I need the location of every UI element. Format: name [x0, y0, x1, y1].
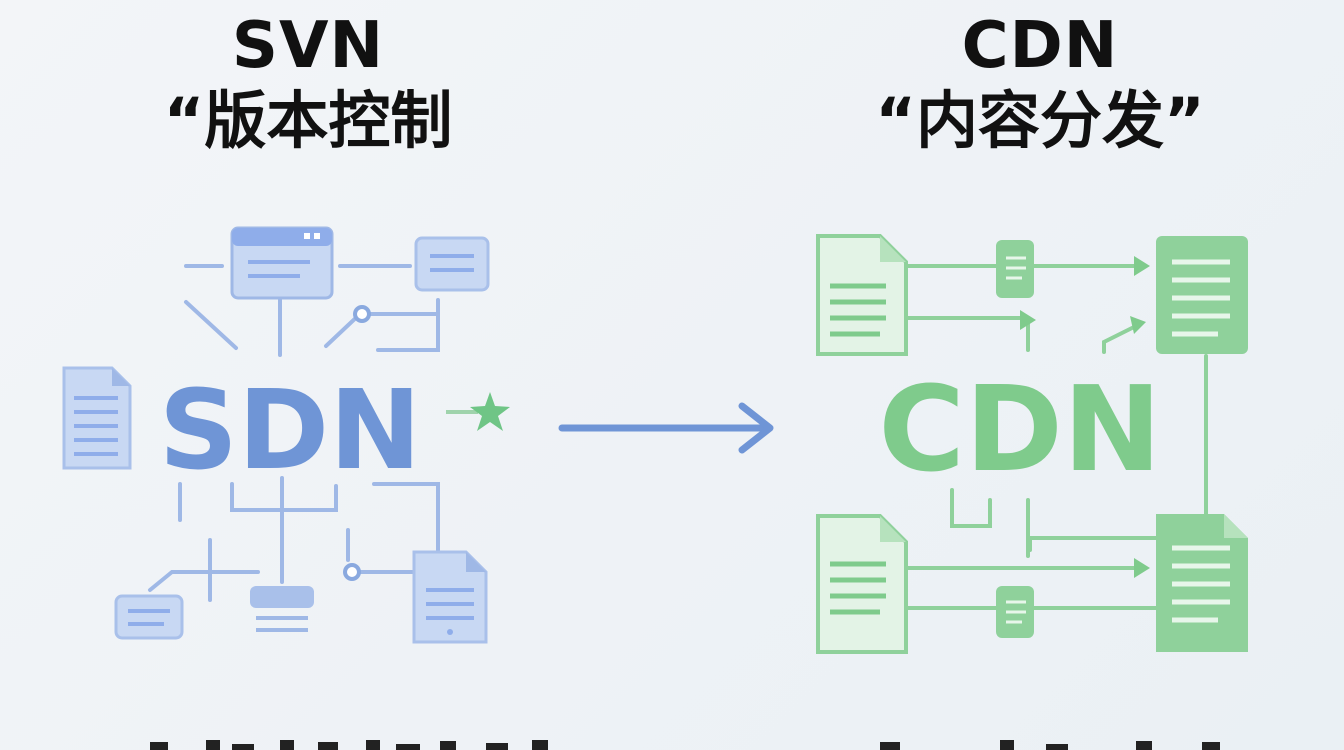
- left-network: [148, 264, 440, 602]
- right-title-subtitle: “内容分发”: [875, 84, 1205, 157]
- document-icon: [816, 514, 908, 654]
- database-icon: [250, 586, 314, 632]
- left-title-subtitle: “版本控制: [163, 84, 453, 157]
- left-title: SVN “版本控制: [58, 14, 558, 152]
- right-title-abbr: CDN: [961, 9, 1119, 83]
- junction-dot: [343, 563, 361, 581]
- card-icon: [996, 586, 1034, 638]
- card-icon: [996, 240, 1034, 298]
- right-title: CDN “内容分发”: [790, 14, 1290, 152]
- document-icon: [1156, 236, 1248, 354]
- right-center-label: CDN: [878, 360, 1161, 498]
- left-title-abbr: SVN: [231, 9, 385, 83]
- card-icon: [114, 594, 184, 640]
- arrowheads: [1020, 256, 1150, 578]
- document-icon: [62, 366, 132, 470]
- document-icon: [412, 550, 488, 644]
- browser-window-icon: [230, 226, 334, 300]
- left-center-label: SDN: [159, 366, 422, 494]
- right-network: [906, 264, 1208, 610]
- star-icon: [470, 392, 510, 431]
- document-icon: [1156, 514, 1248, 652]
- arrow-right-icon: [558, 402, 774, 454]
- document-icon: [816, 234, 908, 356]
- junction-dot: [353, 305, 371, 323]
- footer-fragments: [150, 740, 1220, 750]
- card-icon: [414, 236, 490, 292]
